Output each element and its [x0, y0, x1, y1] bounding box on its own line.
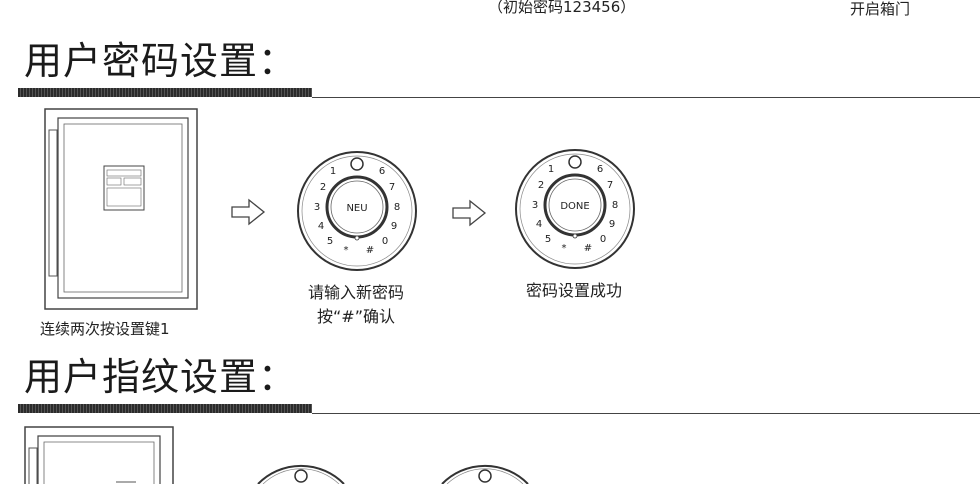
key-0: 0	[600, 234, 606, 245]
open-box-label: 开启箱门	[850, 0, 911, 18]
open-box-note: ’ ˊ ˊ ˊ ˊ 开启箱门	[850, 0, 910, 19]
keypad-partial-1	[257, 464, 345, 484]
key-4: 4	[536, 219, 542, 230]
key-5: 5	[545, 234, 551, 245]
step3-caption: 密码设置成功	[525, 281, 622, 300]
keypad-new-password: NEU 1 2 3 4 5 6 7 8 9 0 * #	[297, 151, 417, 271]
initial-password-note: （初始密码123456）	[488, 0, 636, 16]
key-3: 3	[532, 200, 538, 211]
key-2: 2	[538, 180, 544, 191]
key-9: 9	[609, 219, 615, 230]
key-star: *	[344, 245, 349, 256]
step2-caption-line1: 请输入新密码	[307, 283, 404, 302]
arrow-right-icon	[231, 198, 266, 226]
key-6: 6	[379, 166, 385, 177]
keypad-partial-2	[441, 464, 529, 484]
step2-caption-line2: 按“#”确认	[317, 307, 395, 326]
section-bar-fingerprint	[18, 404, 312, 413]
key-0: 0	[382, 236, 388, 247]
key-1: 1	[548, 164, 554, 175]
section-rule-password	[312, 97, 980, 98]
key-9: 9	[391, 221, 397, 232]
key-star: *	[562, 243, 567, 254]
section-bar-password	[18, 88, 312, 97]
key-8: 8	[612, 200, 618, 211]
key-hash: #	[366, 245, 374, 256]
section-title-fingerprint: 用户指纹设置：	[24, 355, 298, 399]
section-title-password: 用户密码设置：	[24, 39, 298, 83]
key-2: 2	[320, 182, 326, 193]
key-hash: #	[584, 243, 592, 254]
key-7: 7	[607, 180, 613, 191]
key-5: 5	[327, 236, 333, 247]
key-4: 4	[318, 221, 324, 232]
section-rule-fingerprint	[312, 413, 980, 414]
safe-illustration	[44, 108, 198, 310]
key-1: 1	[330, 166, 336, 177]
keypad-display-neu: NEU	[346, 203, 367, 214]
keypad-done: DONE 1 2 3 4 5 6 7 8 9 0 * #	[515, 149, 635, 269]
key-8: 8	[394, 202, 400, 213]
step1-caption: 连续两次按设置键1	[40, 320, 170, 338]
key-3: 3	[314, 202, 320, 213]
key-7: 7	[389, 182, 395, 193]
step2-caption: 请输入新密码 按“#”确认	[276, 281, 436, 329]
safe-illustration-partial	[24, 426, 174, 484]
arrow-right-icon	[452, 199, 487, 227]
keypad-display-done: DONE	[560, 201, 589, 212]
key-6: 6	[597, 164, 603, 175]
